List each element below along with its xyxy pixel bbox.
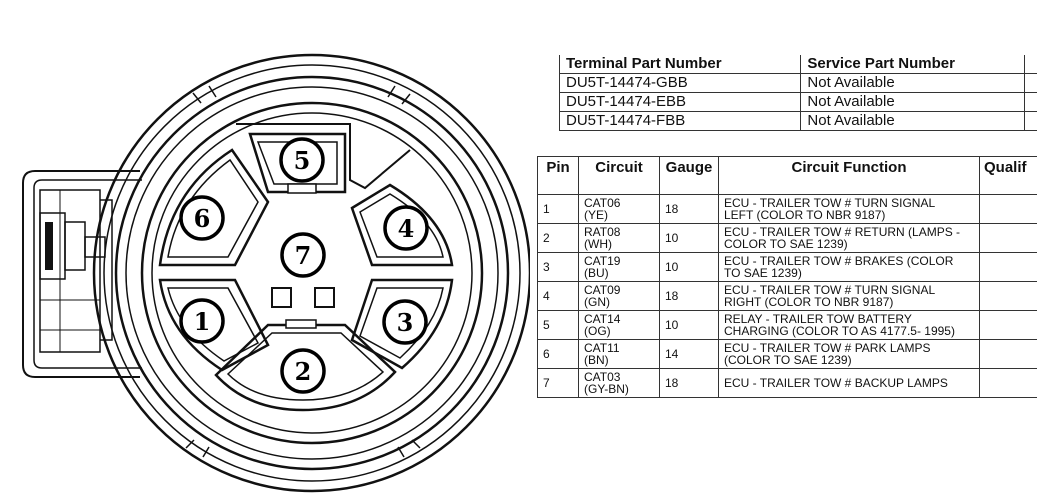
qualifier-cell: [979, 368, 1037, 398]
pin-2-label: 2: [295, 357, 312, 386]
pin-5: 5: [279, 137, 325, 183]
qualifier-header: Qualif: [979, 156, 1037, 195]
qualifier-cell: [979, 281, 1037, 311]
table-row: DU5T-14474-GBB Not Available: [558, 73, 1037, 93]
circuit-function: ECU - TRAILER TOW # BRAKES (COLOR TO SAE…: [718, 252, 980, 282]
extra-cell: [1024, 73, 1037, 93]
cavity-3: [350, 278, 454, 370]
pin-number: 2: [537, 223, 579, 253]
gauge-value: 10: [659, 310, 719, 340]
pin-1-label: 1: [194, 307, 211, 336]
gauge-value: 18: [659, 281, 719, 311]
pin-number: 4: [537, 281, 579, 311]
circuit-code: CAT19 (BU): [578, 252, 660, 282]
table-row: DU5T-14474-EBB Not Available: [558, 92, 1037, 112]
gauge-value: 18: [659, 194, 719, 224]
pin-2: 2: [280, 348, 326, 394]
pin-4-label: 4: [398, 214, 415, 243]
circuit-function-header: Circuit Function: [718, 156, 980, 195]
circuit-code: CAT06 (YE): [578, 194, 660, 224]
table-row: DU5T-14474-FBB Not Available: [558, 111, 1037, 131]
gauge-value: 14: [659, 339, 719, 369]
circuit-code: CAT09 (GN): [578, 281, 660, 311]
connector-face-diagram: 5 6 4 7 1 3 2: [22, 53, 530, 493]
gauge-value: 18: [659, 368, 719, 398]
pin-number: 3: [537, 252, 579, 282]
pin-3: 3: [382, 299, 428, 345]
table-row: 1 CAT06 (YE) 18 ECU - TRAILER TOW # TURN…: [537, 194, 1037, 224]
pin-number: 5: [537, 310, 579, 340]
table-row: 7 CAT03 (GY-BN) 18 ECU - TRAILER TOW # B…: [537, 368, 1037, 398]
circuit-code: CAT03 (GY-BN): [578, 368, 660, 398]
circuit-function: ECU - TRAILER TOW # TURN SIGNAL LEFT (CO…: [718, 194, 980, 224]
table-row: 6 CAT11 (BN) 14 ECU - TRAILER TOW # PARK…: [537, 339, 1037, 369]
circuit-header: Circuit: [578, 156, 660, 195]
pin-6: 6: [179, 195, 225, 241]
cavity-2: [214, 323, 397, 412]
qualifier-cell: [979, 252, 1037, 282]
cavity-6: [158, 148, 270, 267]
pin-5-label: 5: [294, 146, 311, 175]
service-part-number: Not Available: [800, 92, 1025, 112]
extra-cell: [1024, 92, 1037, 112]
service-part-number: Not Available: [800, 111, 1025, 131]
service-part-number-header: Service Part Number: [800, 55, 1025, 74]
pin-3-label: 3: [397, 308, 414, 337]
pin-table-header-row: Pin Circuit Gauge Circuit Function Quali…: [537, 156, 1037, 195]
circuit-function: RELAY - TRAILER TOW BATTERY CHARGING (CO…: [718, 310, 980, 340]
qualifier-cell: [979, 223, 1037, 253]
qualifier-cell: [979, 310, 1037, 340]
pin-number: 6: [537, 339, 579, 369]
extra-column-header: [1024, 55, 1037, 74]
pin-7-label: 7: [295, 241, 312, 270]
circuit-function: ECU - TRAILER TOW # PARK LAMPS (COLOR TO…: [718, 339, 980, 369]
pin-4: 4: [383, 205, 429, 251]
circuit-code: CAT14 (OG): [578, 310, 660, 340]
circuit-function: ECU - TRAILER TOW # BACKUP LAMPS: [718, 368, 980, 398]
circuit-code: CAT11 (BN): [578, 339, 660, 369]
table-row: 4 CAT09 (GN) 18 ECU - TRAILER TOW # TURN…: [537, 281, 1037, 311]
table-row: 5 CAT14 (OG) 10 RELAY - TRAILER TOW BATT…: [537, 310, 1037, 340]
pin-header: Pin: [537, 156, 579, 195]
terminal-part-number: DU5T-14474-GBB: [558, 73, 802, 93]
pin-number: 7: [537, 368, 579, 398]
latch-housing: [22, 170, 140, 378]
terminal-part-number: DU5T-14474-FBB: [558, 111, 802, 131]
circuit-function: ECU - TRAILER TOW # TURN SIGNAL RIGHT (C…: [718, 281, 980, 311]
circuit-function: ECU - TRAILER TOW # RETURN (LAMPS - COLO…: [718, 223, 980, 253]
pin-number: 1: [537, 194, 579, 224]
terminal-part-number: DU5T-14474-EBB: [558, 92, 802, 112]
service-part-number: Not Available: [800, 73, 1025, 93]
qualifier-cell: [979, 339, 1037, 369]
part-number-table: Terminal Part Number Service Part Number…: [558, 55, 1037, 131]
cavity-1: [158, 278, 270, 372]
pin-6-label: 6: [194, 204, 211, 233]
extra-cell: [1024, 111, 1037, 131]
circuit-code: RAT08 (WH): [578, 223, 660, 253]
gauge-value: 10: [659, 223, 719, 253]
cavity-5: [248, 132, 347, 194]
table-row: 2 RAT08 (WH) 10 ECU - TRAILER TOW # RETU…: [537, 223, 1037, 253]
pin-1: 1: [179, 298, 225, 344]
gauge-value: 10: [659, 252, 719, 282]
table-row: 3 CAT19 (BU) 10 ECU - TRAILER TOW # BRAK…: [537, 252, 1037, 282]
part-number-header-row: Terminal Part Number Service Part Number: [558, 55, 1037, 74]
pin-7: 7: [280, 232, 326, 278]
qualifier-cell: [979, 194, 1037, 224]
gauge-header: Gauge: [659, 156, 719, 195]
cavity-4: [350, 183, 454, 267]
pin-circuit-table: Pin Circuit Gauge Circuit Function Quali…: [537, 156, 1037, 398]
terminal-part-number-header: Terminal Part Number: [558, 55, 802, 74]
